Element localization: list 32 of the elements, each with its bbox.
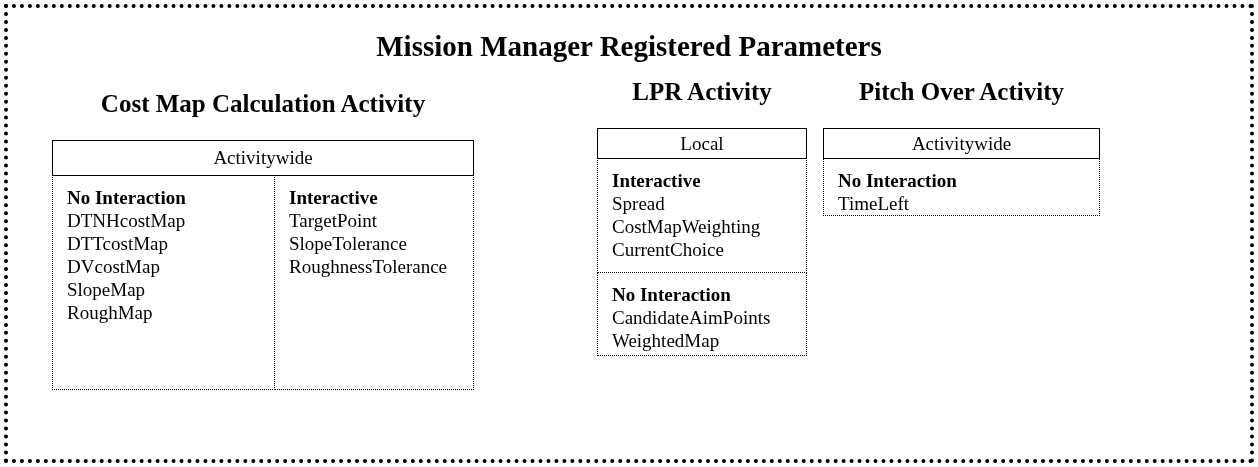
group-title: Mission Manager Registered Parameters (375, 30, 883, 63)
group-heading: Interactive (612, 169, 701, 192)
group-heading: No Interaction (838, 169, 957, 192)
group-heading: No Interaction (612, 283, 731, 306)
parameter-name: DVcostMap (67, 255, 160, 278)
parameter-name: SlopeMap (67, 278, 146, 301)
section-heading: Cost Map Calculation Activity (99, 90, 427, 118)
parameter-name: CandidateAimPoints (612, 306, 771, 329)
group-heading: No Interaction (67, 186, 186, 209)
parameter-name: TimeLeft (838, 192, 910, 215)
parameter-list-panel (274, 175, 474, 390)
table-header: Local (597, 128, 807, 159)
parameter-name: Spread (612, 192, 665, 215)
parameter-name: SlopeTolerance (289, 232, 407, 255)
parameter-name: DTNHcostMap (67, 209, 186, 232)
parameter-name: TargetPoint (289, 209, 378, 232)
parameter-name: WeightedMap (612, 329, 720, 352)
parameter-list-panel (823, 158, 1100, 216)
parameter-list-panel (597, 272, 807, 356)
parameter-name: CostMapWeighting (612, 215, 761, 238)
parameter-name: DTTcostMap (67, 232, 169, 255)
parameter-name: RoughMap (67, 301, 153, 324)
group-heading: Interactive (289, 186, 378, 209)
parameter-list-panel (597, 158, 807, 273)
table-header: Activitywide (823, 128, 1100, 159)
section-heading: LPR Activity (631, 78, 773, 106)
section-heading: Pitch Over Activity (857, 78, 1065, 106)
parameter-name: RoughnessTolerance (289, 255, 447, 278)
table-header: Activitywide (52, 140, 474, 176)
parameter-name: CurrentChoice (612, 238, 724, 261)
parameter-list-panel (52, 175, 275, 390)
dotted-frame (4, 4, 1254, 463)
